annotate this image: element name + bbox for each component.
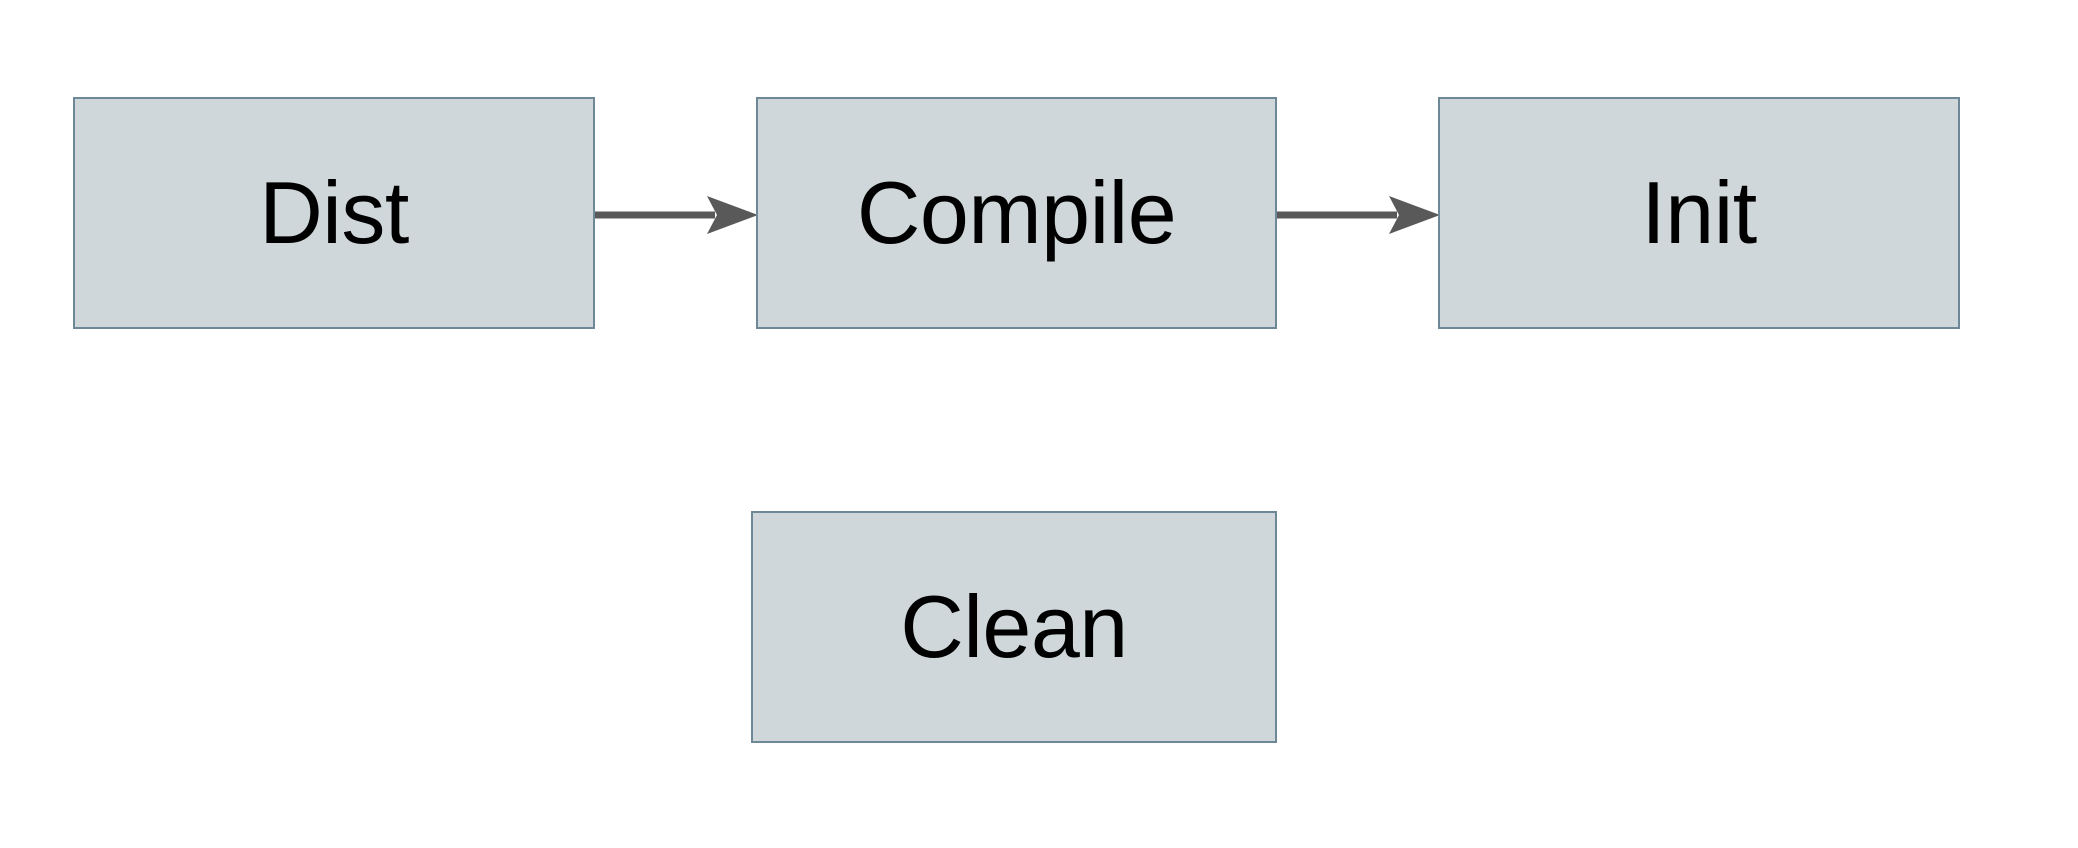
arrowhead-icon	[1389, 196, 1440, 234]
edge-dist-to-compile	[595, 196, 758, 234]
node-clean[interactable]: Clean	[751, 511, 1277, 743]
node-compile-label: Compile	[856, 163, 1177, 262]
node-init[interactable]: Init	[1438, 97, 1960, 329]
node-clean-label: Clean	[900, 577, 1128, 676]
node-dist[interactable]: Dist	[73, 97, 595, 329]
edge-compile-to-init	[1277, 196, 1440, 234]
node-compile[interactable]: Compile	[756, 97, 1277, 329]
node-dist-label: Dist	[259, 163, 409, 262]
arrowhead-icon	[707, 196, 758, 234]
node-init-label: Init	[1641, 163, 1757, 262]
